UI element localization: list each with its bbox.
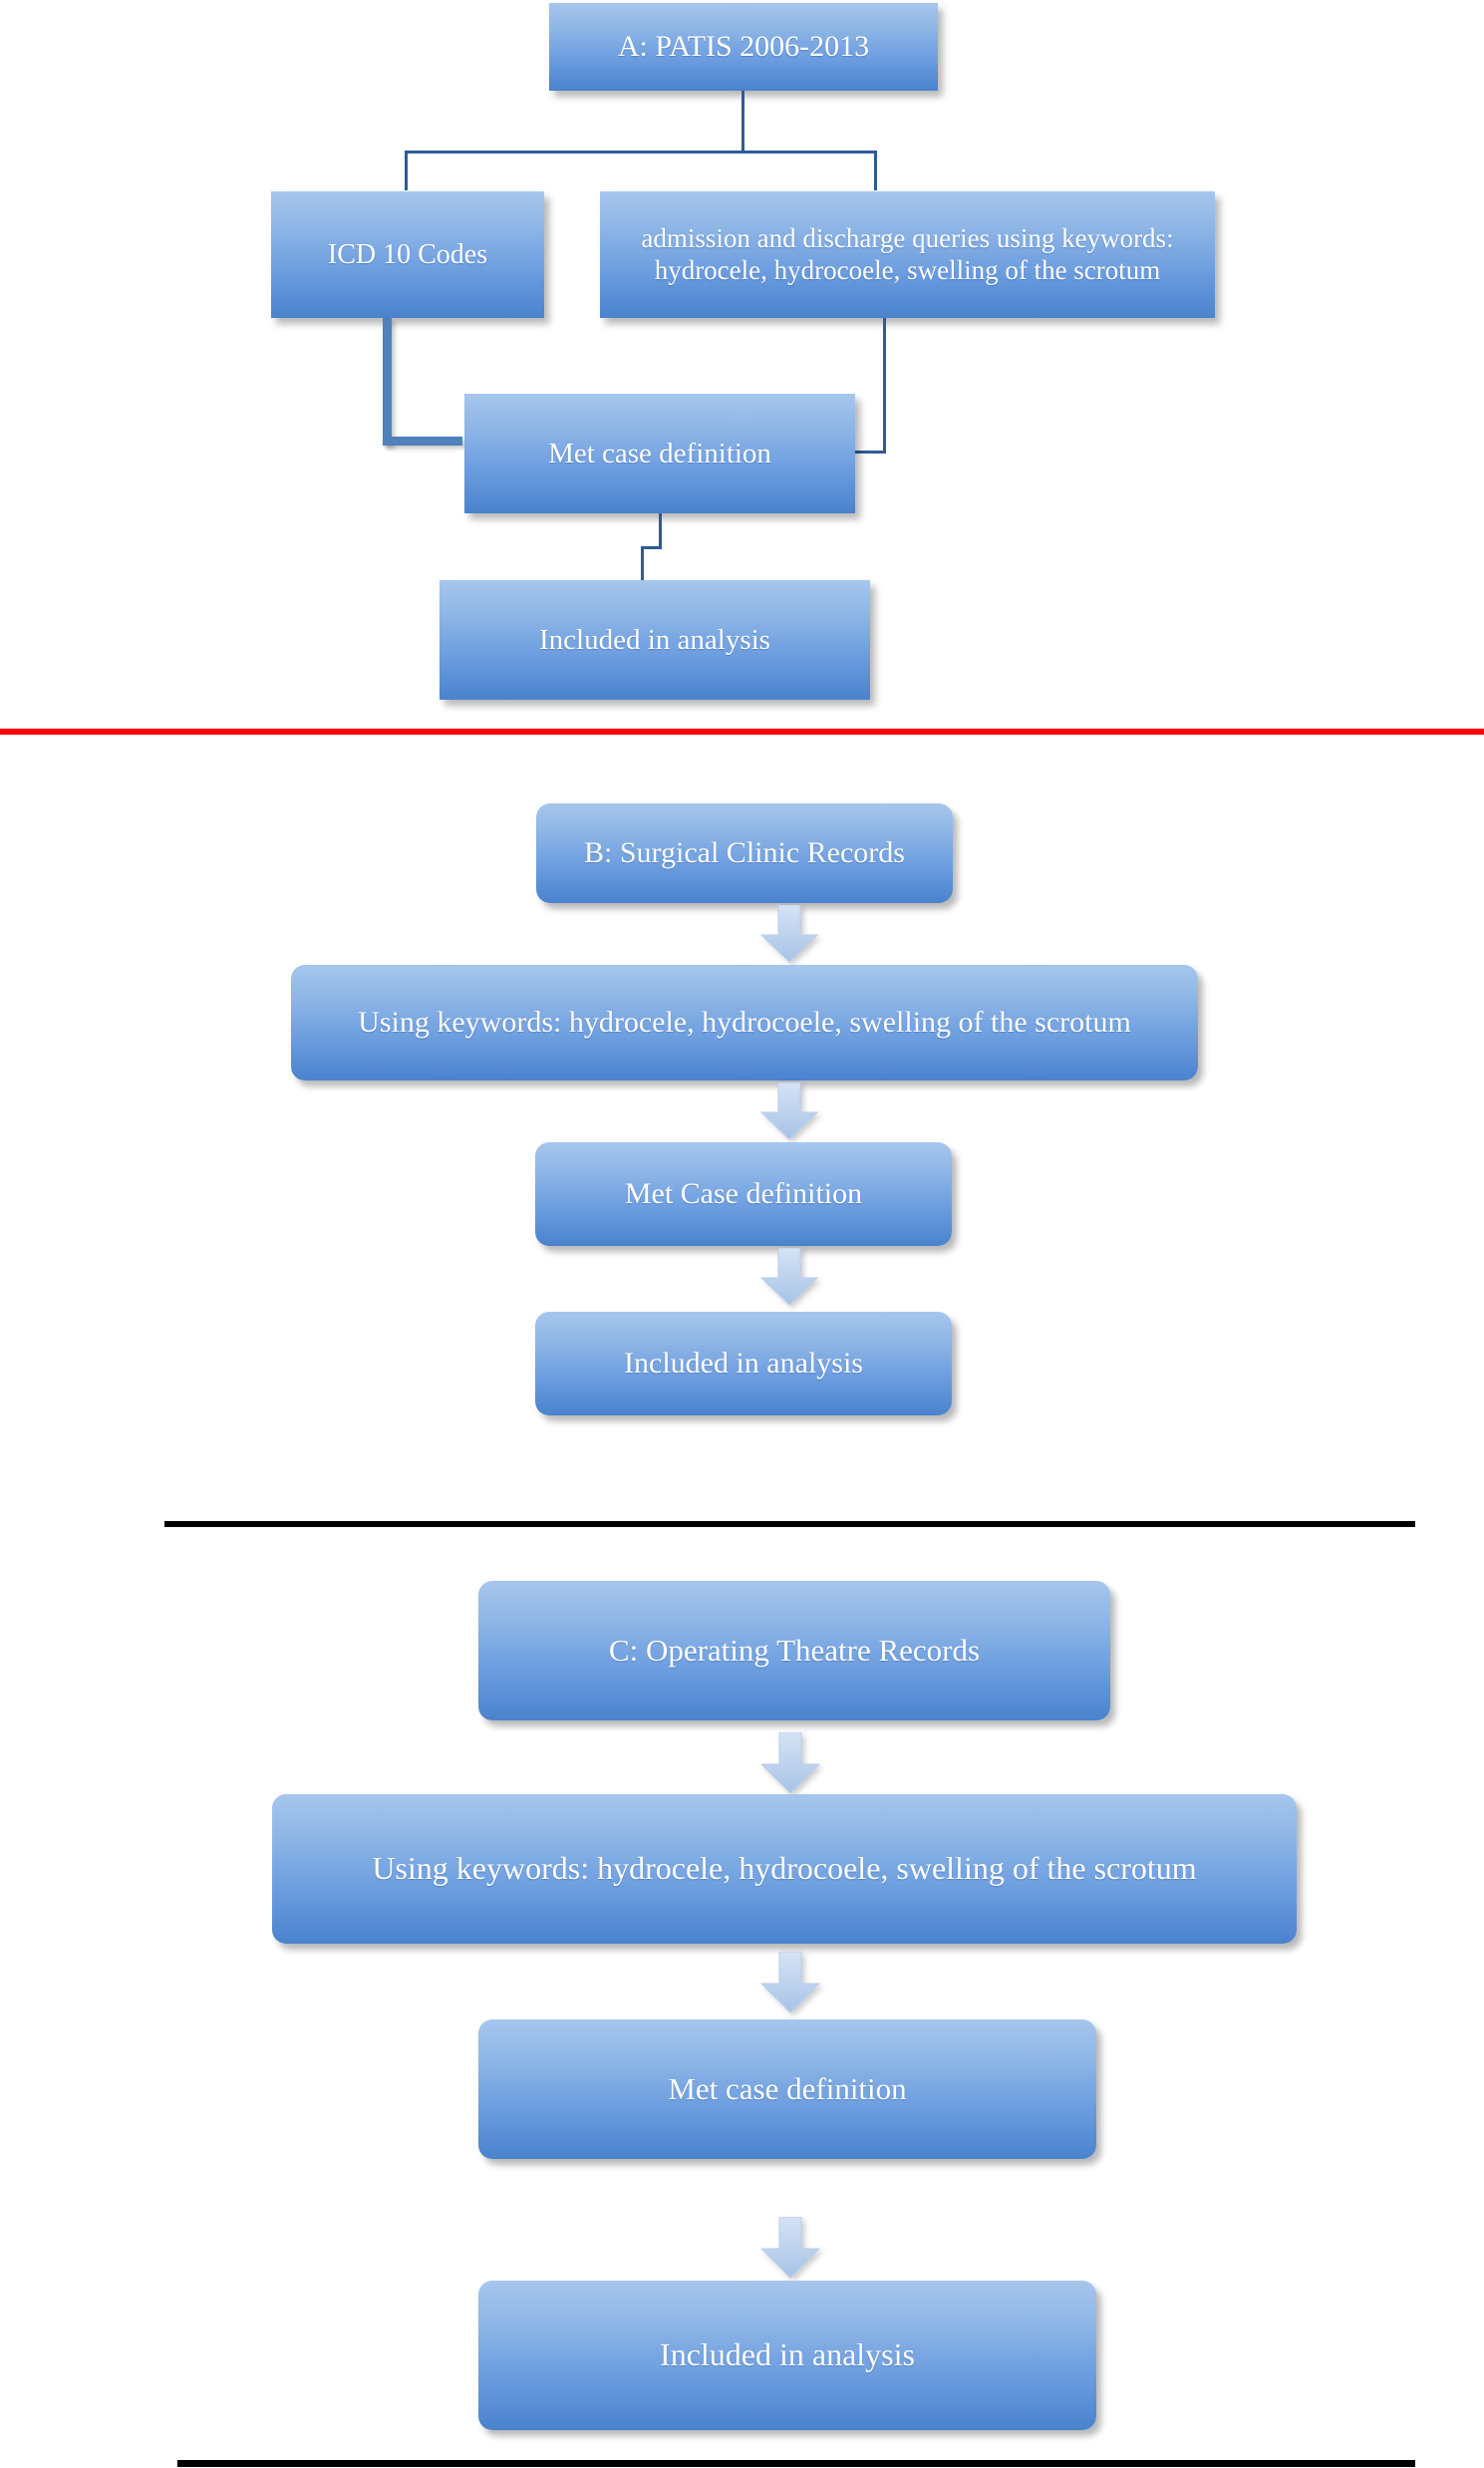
node-c-met-case-definition[interactable]: Met case definition [478,2019,1096,2159]
divider-red [0,729,1484,735]
node-a-met-case-definition-label: Met case definition [548,437,771,469]
node-a-queries[interactable]: admission and discharge queries using ke… [600,191,1215,318]
node-b-included-in-analysis[interactable]: Included in analysis [535,1312,952,1415]
connector-a-met-to-included-seg1 [659,513,662,548]
divider-black-lower [177,2460,1415,2467]
connector-a-split-bus [405,151,877,154]
node-b-included-in-analysis-label: Included in analysis [624,1347,863,1381]
arrow-down-c2-c3 [759,1952,821,2013]
node-c-included-in-analysis-label: Included in analysis [660,2336,915,2373]
connector-a-met-to-included-seg3 [641,546,644,581]
connector-a-met-to-included-seg2 [641,546,662,549]
node-c-operating-theatre-records[interactable]: C: Operating Theatre Records [478,1581,1110,1720]
divider-black-upper [164,1521,1415,1527]
node-a-patis[interactable]: A: PATIS 2006-2013 [549,3,938,91]
node-b-met-case-definition-label: Met Case definition [624,1177,863,1211]
node-c-met-case-definition-label: Met case definition [668,2070,907,2106]
connector-a-queries-to-met-horizontal [854,451,886,454]
arrow-down-b3-b4 [759,1248,819,1306]
node-a-met-case-definition[interactable]: Met case definition [464,394,855,513]
node-b-surgical-clinic-records-label: B: Surgical Clinic Records [584,836,905,870]
connector-a-drop-left [405,151,408,190]
node-a-included-in-analysis-label: Included in analysis [539,623,770,656]
node-b-using-keywords-label: Using keywords: hydrocele, hydrocoele, s… [358,1006,1131,1040]
connector-a-icd-to-met-horizontal [383,437,462,446]
connector-a-drop-right [874,151,877,190]
node-a-patis-label: A: PATIS 2006-2013 [617,30,870,64]
node-c-included-in-analysis[interactable]: Included in analysis [478,2281,1096,2430]
node-a-queries-label: admission and discharge queries using ke… [641,222,1174,285]
node-a-included-in-analysis[interactable]: Included in analysis [440,580,870,700]
arrow-down-c3-c4 [759,2217,821,2279]
node-a-icd10-label: ICD 10 Codes [327,238,488,270]
node-c-using-keywords-label: Using keywords: hydrocele, hydrocoele, s… [372,1850,1197,1887]
node-b-surgical-clinic-records[interactable]: B: Surgical Clinic Records [536,803,953,903]
node-a-icd10[interactable]: ICD 10 Codes [271,191,544,318]
node-b-using-keywords[interactable]: Using keywords: hydrocele, hydrocoele, s… [291,965,1198,1080]
arrow-down-b2-b3 [759,1082,819,1140]
connector-a-queries-to-met-vertical [883,318,886,454]
node-c-using-keywords[interactable]: Using keywords: hydrocele, hydrocoele, s… [272,1794,1297,1944]
arrow-down-c1-c2 [759,1732,821,1794]
arrow-down-b1-b2 [759,905,819,963]
node-c-operating-theatre-records-label: C: Operating Theatre Records [608,1632,981,1668]
connector-a-patis-stem [742,91,744,153]
connector-a-icd-to-met-vertical [383,318,392,446]
node-b-met-case-definition[interactable]: Met Case definition [535,1142,952,1246]
